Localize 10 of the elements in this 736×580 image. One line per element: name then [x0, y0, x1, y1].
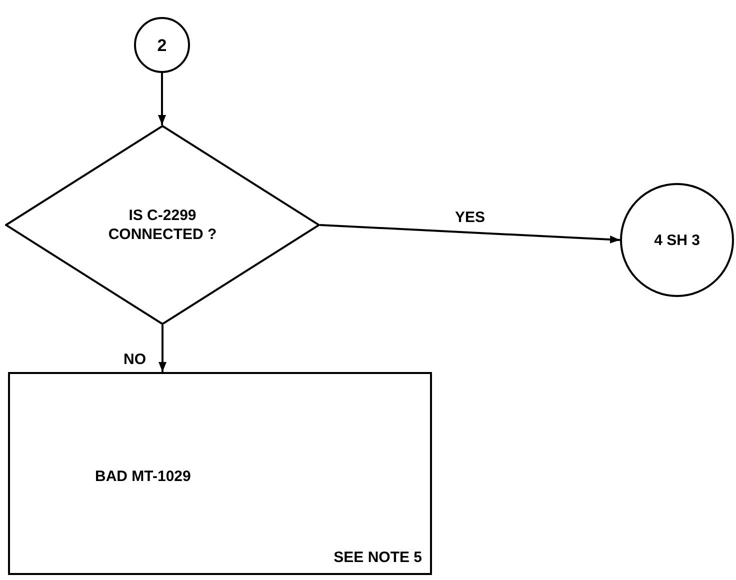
connector-label: 4 SH 3 — [653, 230, 701, 250]
arrow — [158, 73, 166, 125]
arrow — [320, 224, 620, 244]
connector-label: 2 — [157, 36, 167, 54]
decision-text: IS C-2299 CONNECTED ? — [108, 206, 218, 244]
arrow — [158, 325, 166, 372]
decision-diamond — [5, 125, 320, 325]
process-box — [8, 372, 432, 575]
note-reference: SEE NOTE 5 — [334, 548, 422, 568]
box-text: BAD MT-1029 — [95, 467, 191, 487]
